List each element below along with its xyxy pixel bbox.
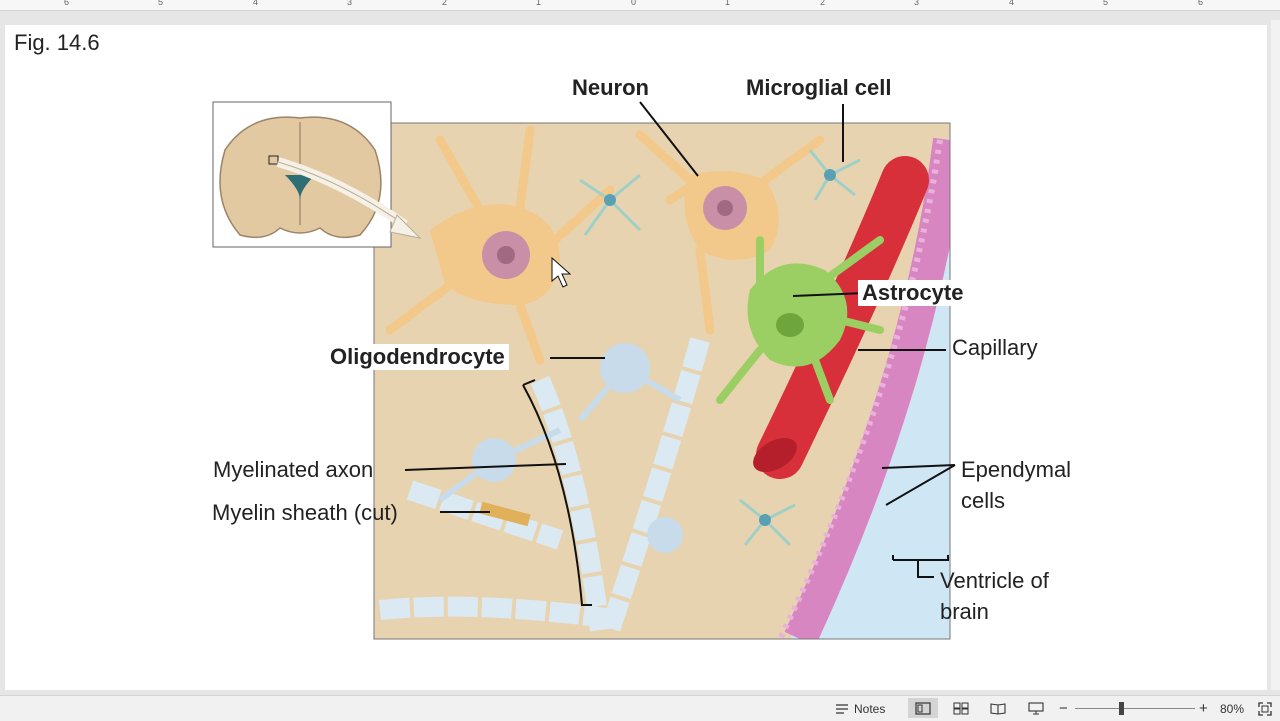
label-neuron: Neuron bbox=[568, 75, 653, 101]
ruler-number: 3 bbox=[347, 0, 353, 7]
reading-view-icon bbox=[990, 702, 1006, 715]
ruler-number: 0 bbox=[631, 0, 637, 7]
notes-button[interactable]: Notes bbox=[835, 700, 885, 717]
leader-lines bbox=[404, 101, 956, 606]
fit-slide-button[interactable] bbox=[1258, 700, 1272, 717]
label-ependymal-line2: cells bbox=[961, 488, 1006, 513]
mouse-cursor-icon bbox=[551, 256, 572, 288]
label-myelinated-axon: Myelinated axon bbox=[213, 457, 374, 482]
ruler-number: 1 bbox=[725, 0, 731, 7]
label-capillary: Capillary bbox=[952, 335, 1038, 360]
label-oligodendrocyte: Oligodendrocyte bbox=[326, 344, 509, 370]
normal-view-icon bbox=[915, 701, 931, 715]
ruler-number: 3 bbox=[914, 0, 920, 7]
label-ventricle-line2: brain bbox=[940, 599, 989, 624]
label-ventricle-line1: Ventricle of bbox=[940, 568, 1049, 593]
label-astrocyte: Astrocyte bbox=[858, 280, 968, 306]
ruler-number: 2 bbox=[820, 0, 826, 7]
normal-view-button[interactable] bbox=[908, 698, 938, 718]
ruler-number: 5 bbox=[1103, 0, 1109, 7]
ruler-number: 4 bbox=[253, 0, 259, 7]
vertical-scrollbar[interactable] bbox=[1271, 20, 1280, 690]
ependymal-layer bbox=[784, 137, 950, 639]
ruler-number: 6 bbox=[64, 0, 70, 7]
horizontal-ruler: 6 5 4 3 2 1 0 1 2 3 4 5 6 bbox=[0, 0, 1280, 11]
status-bar: Notes − + 80% bbox=[0, 695, 1280, 721]
figure-label: Fig. 14.6 bbox=[14, 30, 100, 55]
neuron-cells bbox=[385, 125, 825, 365]
capillary bbox=[756, 156, 929, 479]
slide-sorter-icon bbox=[953, 702, 969, 714]
zoom-in-button[interactable]: + bbox=[1199, 700, 1208, 717]
slideshow-button[interactable] bbox=[1021, 698, 1051, 718]
reading-view-button[interactable] bbox=[983, 698, 1013, 718]
notes-icon bbox=[836, 703, 848, 714]
illustration bbox=[212, 101, 956, 640]
ruler-number: 2 bbox=[442, 0, 448, 7]
ruler-number: 4 bbox=[1009, 0, 1015, 7]
ruler-number: 5 bbox=[158, 0, 164, 7]
fit-to-window-icon bbox=[1258, 701, 1272, 716]
zoom-slider-thumb[interactable] bbox=[1119, 702, 1124, 715]
ruler-number: 6 bbox=[1198, 0, 1204, 7]
zoom-out-button[interactable]: − bbox=[1059, 700, 1068, 717]
slideshow-icon bbox=[1028, 701, 1044, 714]
brain-inset bbox=[212, 101, 422, 248]
oligodendrocyte-and-axons bbox=[379, 337, 710, 634]
neuroglia-illustration bbox=[374, 123, 950, 639]
slide-sorter-button[interactable] bbox=[946, 698, 976, 718]
notes-label: Notes bbox=[854, 701, 886, 716]
label-myelin-sheath: Myelin sheath (cut) bbox=[212, 500, 398, 525]
zoom-slider[interactable] bbox=[1075, 708, 1195, 709]
microglia-cells bbox=[579, 149, 861, 547]
label-ependymal-line1: Ependymal bbox=[961, 457, 1072, 482]
ruler-number: 1 bbox=[536, 0, 542, 7]
zoom-level[interactable]: 80% bbox=[1220, 701, 1245, 716]
astrocyte-cell bbox=[716, 236, 884, 404]
ventricle bbox=[790, 123, 950, 639]
label-microglial-cell: Microglial cell bbox=[742, 75, 896, 101]
